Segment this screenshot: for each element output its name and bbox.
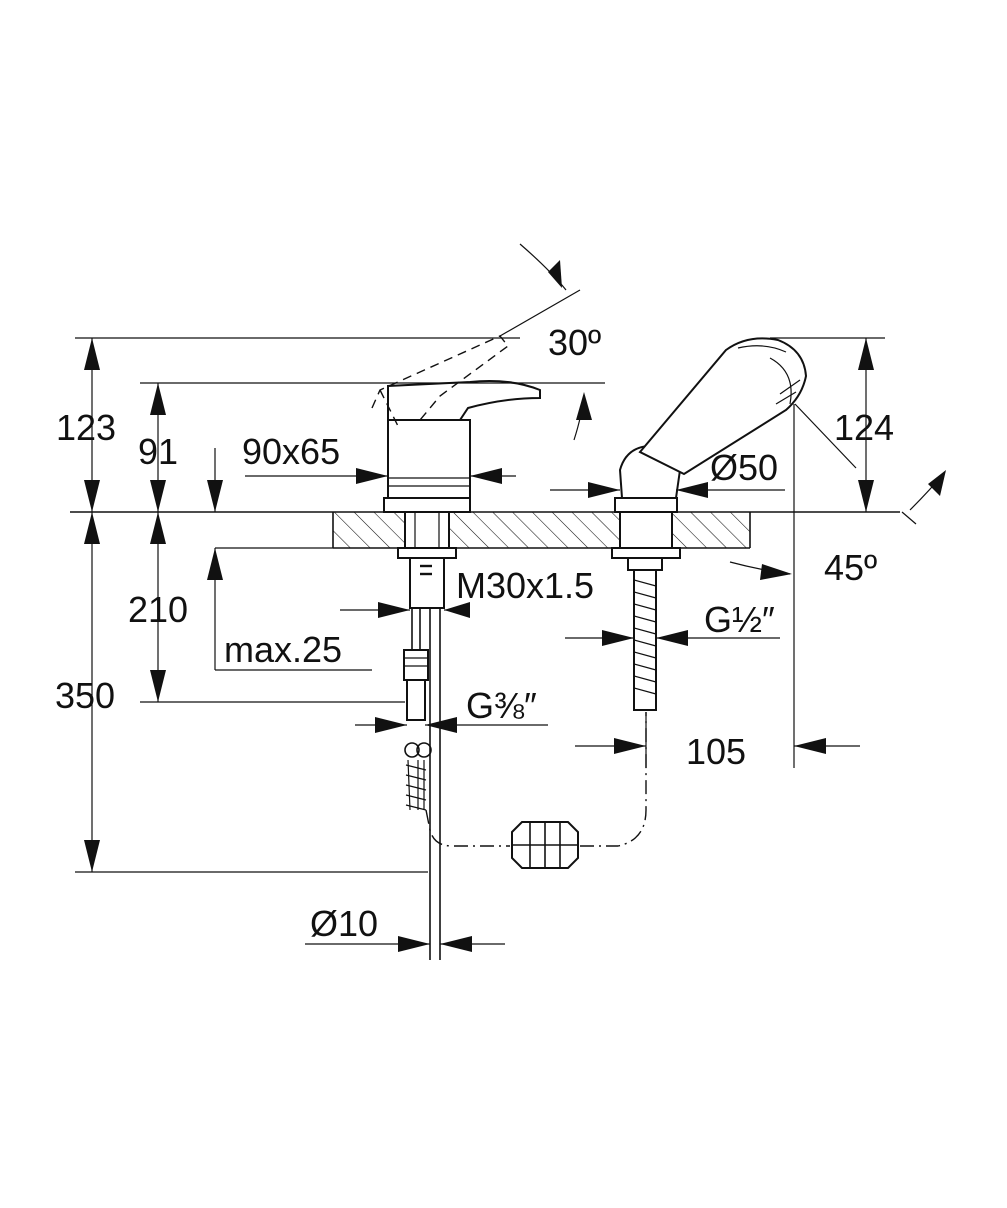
label-height-total-mixer: 123 xyxy=(56,407,116,448)
mixer-body xyxy=(371,335,541,513)
label-connection-hose: G⅜″ xyxy=(466,685,537,726)
label-height-shower: 124 xyxy=(834,407,894,448)
label-offset-shower: 105 xyxy=(686,731,746,772)
label-tube-diameter: Ø10 xyxy=(310,903,378,944)
mixer-mounting xyxy=(397,511,457,960)
shower-head xyxy=(614,337,808,513)
label-depth-below: 210 xyxy=(128,589,188,630)
shower-mounting xyxy=(611,511,681,711)
label-angle-shower: 45º xyxy=(824,547,877,588)
label-rosette-size: 90x65 xyxy=(242,431,340,472)
label-deck-thickness: max.25 xyxy=(224,629,342,670)
label-height-lever: 91 xyxy=(138,431,178,472)
label-shower-diameter: Ø50 xyxy=(710,447,778,488)
label-thread-mixer: M30x1.5 xyxy=(456,565,594,606)
hose-routing xyxy=(425,712,647,869)
label-angle-lever: 30º xyxy=(548,322,601,363)
label-length-total: 350 xyxy=(55,675,115,716)
dimension-lines xyxy=(75,243,946,952)
deck-slab xyxy=(70,511,900,549)
label-connection-shower: G½″ xyxy=(704,599,775,640)
dimension-labels: 30º 123 91 90x65 124 Ø50 45º M30x1.5 210… xyxy=(55,322,894,944)
